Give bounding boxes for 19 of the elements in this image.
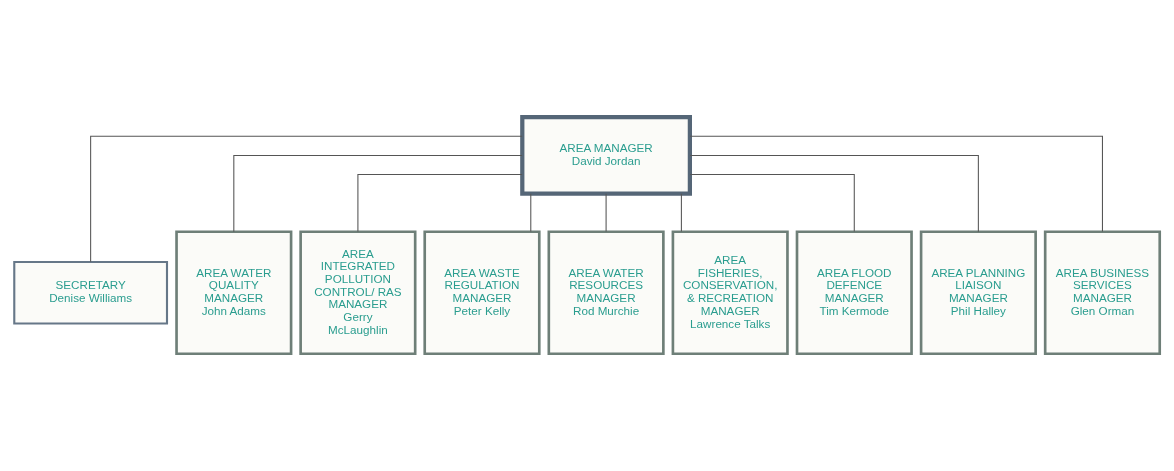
connector (530, 193, 532, 233)
node-box: AREA PLANNING LIAISON MANAGER Phil Halley (919, 230, 1037, 356)
connector (689, 154, 979, 233)
node-box: AREA WATER RESOURCES MANAGER Rod Murchie (547, 230, 665, 356)
node-box: AREA INTEGRATED POLLUTION CONTROL/ RAS MANAGER Gerry McLaughlin (299, 230, 417, 356)
node-box: AREA FLOOD DEFENCE MANAGER Tim Kermode (795, 230, 913, 356)
node-box: AREA WATER QUALITY MANAGER John Adams (175, 230, 293, 356)
connector (233, 154, 523, 233)
connector (689, 135, 1103, 232)
node-box: AREA FISHERIES, CONSERVATION, & RECREATION MANAGER Lawrence Talks (671, 230, 789, 356)
node-box: AREA WASTE REGULATION MANAGER Peter Kelly (423, 230, 541, 356)
connector (90, 135, 523, 263)
node-box: SECRETARY Denise Williams (13, 260, 169, 325)
connector (680, 193, 682, 233)
connector (605, 193, 607, 233)
node-box: AREA BUSINESS SERVICES MANAGER Glen Orman (1043, 230, 1162, 356)
connector (689, 174, 855, 233)
connector (357, 174, 523, 233)
node-box: AREA MANAGER David Jordan (520, 115, 692, 196)
